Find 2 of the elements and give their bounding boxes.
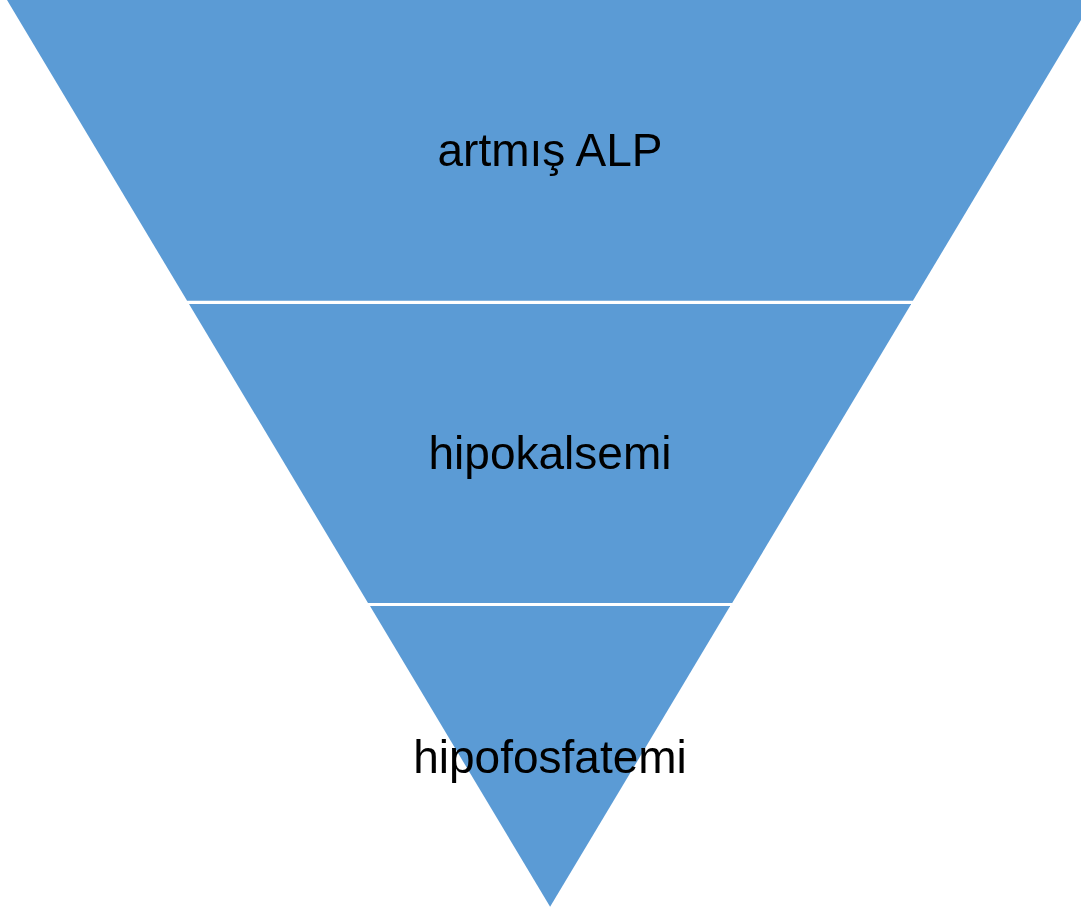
band-label: artmış ALP (437, 123, 663, 178)
band-label: hipokalsemi (428, 426, 672, 481)
